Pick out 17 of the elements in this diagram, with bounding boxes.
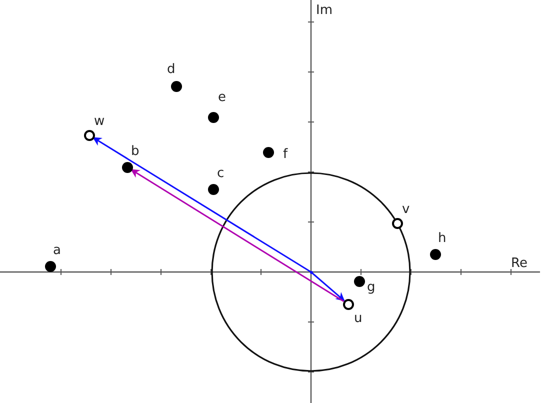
arrow xyxy=(310,271,345,302)
point-label: w xyxy=(94,115,105,129)
point-label: b xyxy=(131,145,140,159)
point-label: h xyxy=(438,232,446,246)
point-label: u xyxy=(354,312,362,326)
point-label: a xyxy=(53,244,61,258)
point-label: f xyxy=(283,148,288,162)
point-label: v xyxy=(402,203,410,217)
axis-label: Im xyxy=(316,4,332,18)
arrow xyxy=(92,136,312,273)
point-label: d xyxy=(167,63,176,77)
point-label: e xyxy=(218,91,226,105)
arrow xyxy=(130,169,344,302)
point-label: c xyxy=(217,167,224,181)
origin-point xyxy=(310,270,312,274)
point-label: g xyxy=(367,281,376,295)
axis-label: Re xyxy=(511,257,528,271)
